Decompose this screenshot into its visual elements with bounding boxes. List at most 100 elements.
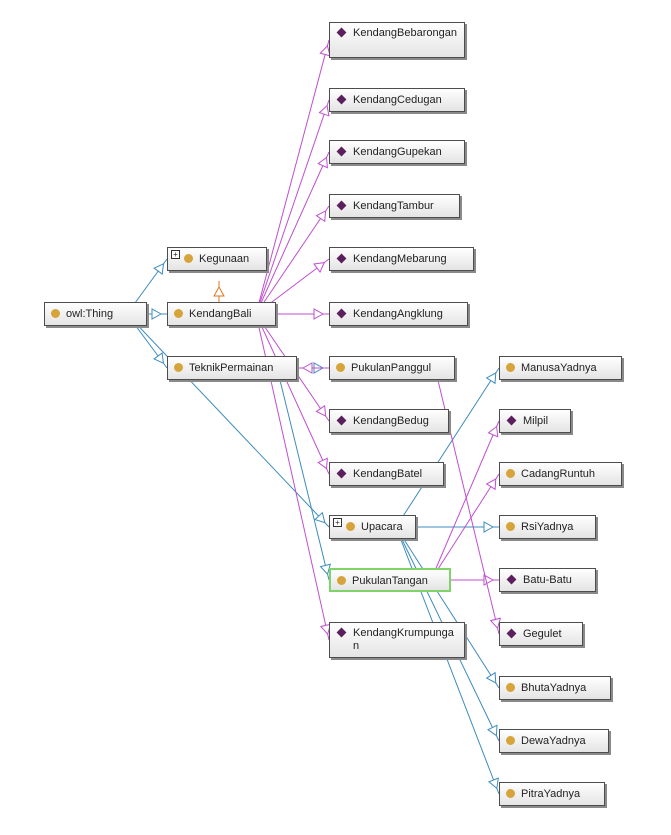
node-pitrayadnya[interactable]: PitraYadnya (499, 782, 605, 806)
class-icon (184, 254, 193, 263)
class-icon (506, 736, 515, 745)
arrowhead (319, 563, 331, 576)
individual-icon (506, 415, 517, 426)
individual-icon (336, 94, 347, 105)
node-kendangbatel[interactable]: KendangBatel (329, 462, 444, 486)
node-kendangcedugan[interactable]: KendangCedugan (329, 88, 465, 112)
arrowhead (489, 617, 502, 630)
node-rsiyadnya[interactable]: RsiYadnya (499, 515, 596, 539)
node-batubatu[interactable]: Batu-Batu (499, 568, 596, 592)
expand-icon[interactable]: + (171, 250, 180, 259)
node-manusayadnya[interactable]: ManusaYadnya (499, 356, 622, 380)
arrowhead (315, 210, 327, 223)
arrowhead (313, 261, 326, 273)
class-icon (174, 309, 183, 318)
arrowhead (319, 44, 331, 57)
edge-upacara-to-bhutayadnya (395, 526, 500, 689)
node-label: KendangKrumpungan (353, 627, 454, 652)
edge-kendangbali-to-kendangcedugan (255, 99, 330, 315)
node-label: Upacara (361, 521, 403, 533)
node-cadangruntuh[interactable]: CadangRuntuh (499, 462, 622, 486)
node-label: BhutaYadnya (521, 682, 587, 694)
node-label: KendangAngklung (353, 308, 443, 320)
individual-icon (336, 200, 347, 211)
edge-pukulantangan-to-cadangruntuh (430, 473, 500, 581)
node-kendangbedug[interactable]: KendangBedug (329, 409, 449, 433)
arrowhead (151, 308, 163, 320)
edge-kendangbali-to-kendangtambur (255, 205, 330, 315)
node-label: KendangCedugan (353, 94, 442, 106)
arrowhead (313, 308, 325, 320)
individual-icon (336, 27, 347, 38)
node-kendanggupekan[interactable]: KendangGupekan (329, 140, 465, 164)
class-icon (346, 522, 355, 531)
individual-icon (336, 146, 347, 157)
class-icon (506, 469, 515, 478)
edge-kendangbali-to-kendangbatel (255, 313, 330, 475)
individual-icon (506, 574, 517, 585)
arrowhead (487, 425, 499, 438)
edge-pukulantangan-to-milpil (430, 420, 500, 581)
arrowhead (485, 372, 497, 385)
individual-icon (336, 308, 347, 319)
node-pukulantangan[interactable]: PukulanTangan (329, 568, 451, 592)
arrowhead (483, 521, 495, 533)
node-label: KendangTambur (353, 200, 434, 212)
individual-icon (336, 627, 347, 638)
node-label: KendangGupekan (353, 146, 442, 158)
arrowhead (315, 404, 327, 417)
node-kendangtambur[interactable]: KendangTambur (329, 194, 460, 218)
node-bhutayadnya[interactable]: BhutaYadnya (499, 676, 611, 700)
node-label: KendangBatel (353, 468, 423, 480)
node-label: CadangRuntuh (521, 468, 596, 480)
arrowhead (487, 724, 498, 737)
arrowhead (487, 777, 499, 790)
node-label: KendangBedug (353, 415, 429, 427)
node-label: PitraYadnya (521, 788, 581, 800)
arrowhead (485, 478, 497, 491)
arrowhead (317, 156, 328, 169)
arrowhead (153, 263, 165, 275)
node-kegunaan[interactable]: + Kegunaan (167, 247, 267, 271)
arrowhead (301, 362, 313, 374)
node-dewayadnya[interactable]: DewaYadnya (499, 729, 609, 753)
arrowhead (153, 352, 165, 365)
node-kendangbebarongan[interactable]: KendangBebarongan (329, 22, 465, 58)
node-kendangkrumpungan[interactable]: KendangKrumpungan (329, 622, 465, 658)
node-label: DewaYadnya (521, 735, 586, 747)
node-label: ManusaYadnya (521, 362, 597, 374)
node-label: KendangBali (189, 308, 252, 320)
expand-icon[interactable]: + (333, 518, 342, 527)
edge-owl-thing-to-upacara (126, 313, 330, 528)
class-icon (506, 522, 515, 531)
node-upacara[interactable]: + Upacara (329, 515, 416, 539)
node-label: Batu-Batu (523, 574, 572, 586)
node-label: Gegulet (523, 628, 562, 640)
individual-icon (336, 253, 347, 264)
node-kendangmebarung[interactable]: KendangMebarung (329, 247, 474, 271)
node-label: KendangBebarongan (353, 27, 457, 39)
node-label: RsiYadnya (521, 521, 574, 533)
node-label: Kegunaan (199, 253, 250, 265)
node-milpil[interactable]: Milpil (499, 409, 571, 433)
node-kendangangklung[interactable]: KendangAngklung (329, 302, 468, 326)
edge-kendangbali-to-kendangbebarongan (255, 39, 330, 315)
node-owl-thing[interactable]: owl:Thing (44, 302, 147, 326)
class-icon (51, 309, 60, 318)
edge-pukulanpanggul-to-gegulet (434, 367, 500, 635)
node-label: owl:Thing (66, 308, 114, 320)
node-teknikpermainan[interactable]: TeknikPermainan (167, 356, 297, 380)
node-label: TeknikPermainan (189, 362, 274, 374)
class-icon (506, 363, 515, 372)
class-icon (337, 576, 346, 585)
node-gegulet[interactable]: Gegulet (499, 622, 583, 646)
node-kendangbali[interactable]: KendangBali (167, 302, 276, 326)
class-icon (336, 363, 345, 372)
node-label: Milpil (523, 415, 549, 427)
node-pukulanpanggul[interactable]: PukulanPanggul (329, 356, 455, 380)
arrowhead (318, 104, 330, 117)
node-label: KendangMebarung (353, 253, 447, 265)
node-label: PukulanTangan (352, 575, 428, 587)
individual-icon (336, 415, 347, 426)
